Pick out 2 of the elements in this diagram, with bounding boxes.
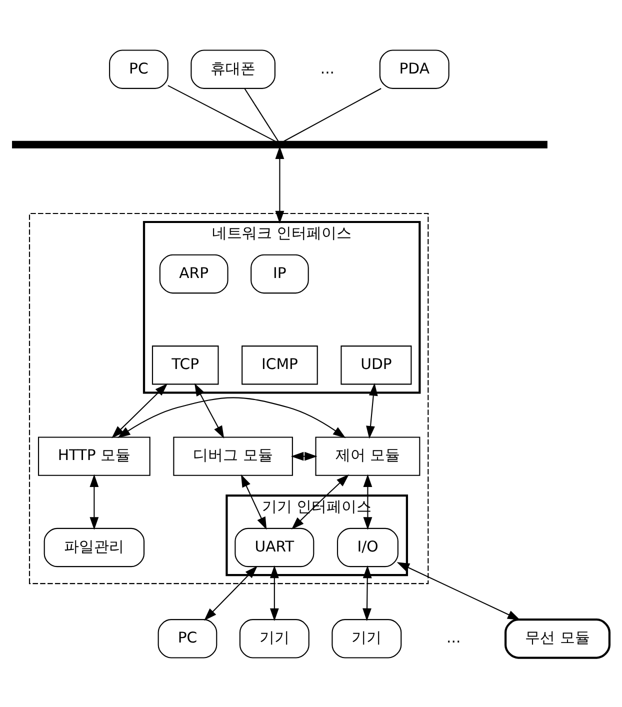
- label: ...: [446, 629, 461, 646]
- label: ...: [320, 60, 335, 77]
